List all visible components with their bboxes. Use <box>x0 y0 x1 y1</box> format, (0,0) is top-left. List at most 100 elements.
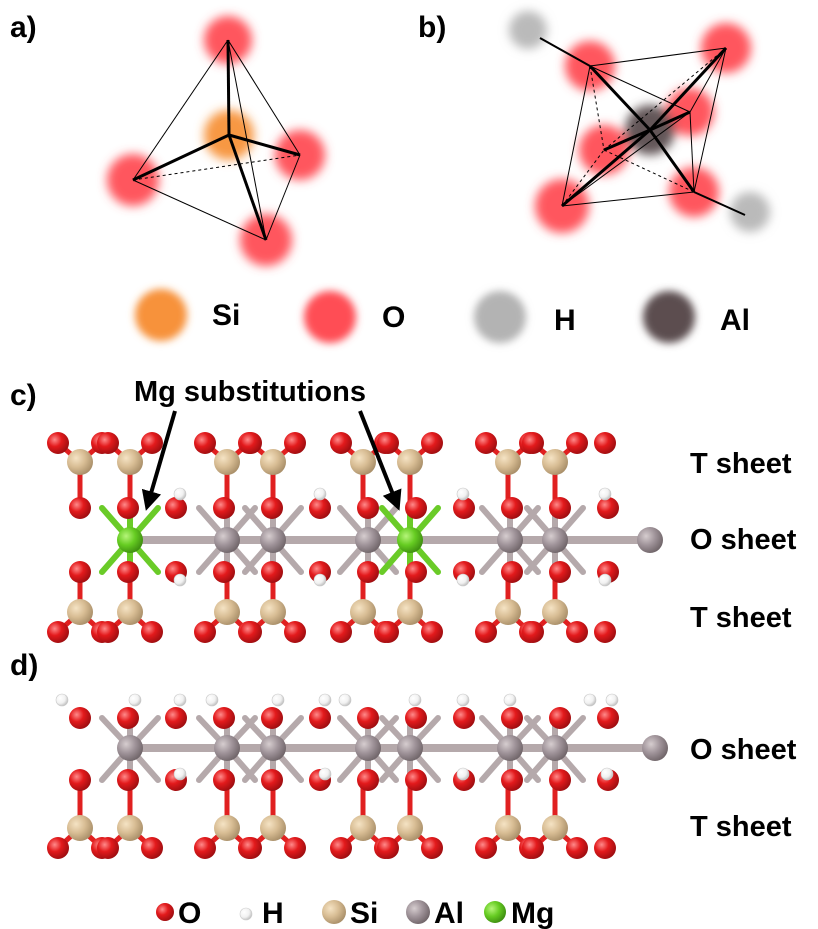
silicon-ball <box>67 815 93 841</box>
oxygen-ball <box>357 769 379 791</box>
oxygen-ball <box>240 621 262 643</box>
legend-si-swatch <box>135 289 187 341</box>
oxygen-ball <box>421 621 443 643</box>
oxygen-ball <box>501 769 523 791</box>
legend-h-swatch <box>474 291 526 343</box>
silicon-ball <box>260 815 286 841</box>
silicon-ball <box>67 449 93 475</box>
oxygen-ball <box>501 561 523 583</box>
aluminum-ball <box>642 735 668 761</box>
oxygen-ball <box>421 837 443 859</box>
oxygen-ball <box>597 707 619 729</box>
oxygen-ball <box>475 432 497 454</box>
oxygen-ball <box>213 707 235 729</box>
oxygen-ball <box>522 837 544 859</box>
hydrogen-ball <box>55 693 69 707</box>
oxygen-ball <box>549 561 571 583</box>
hydrogen-ball <box>456 767 470 781</box>
oxygen-ball <box>194 621 216 643</box>
magnesium-ball <box>397 527 423 553</box>
aluminum-ball <box>397 735 423 761</box>
oxygen-ball <box>141 837 163 859</box>
oxygen-ball <box>240 432 262 454</box>
ball-legend-mg-swatch <box>484 901 506 923</box>
hydrogen-ball <box>408 693 422 707</box>
legend-o-label: O <box>382 301 405 334</box>
oxygen-ball <box>261 769 283 791</box>
oxygen-ball <box>141 621 163 643</box>
aluminum-ball <box>214 735 240 761</box>
legend-h-label: H <box>554 304 576 337</box>
hydrogen-ball <box>583 693 597 707</box>
octahedron-atoms <box>509 11 770 233</box>
c-o-sheet-label: O sheet <box>690 524 797 556</box>
mg-callout-arrow-left <box>141 410 177 511</box>
aluminum-ball <box>637 527 663 553</box>
silicon-ball <box>117 599 143 625</box>
legend-si-label: Si <box>212 299 240 332</box>
oxygen-ball <box>330 621 352 643</box>
silicon-ball <box>542 599 568 625</box>
ball-legend-si-swatch <box>322 900 346 924</box>
aluminum-ball <box>260 735 286 761</box>
oxygen-ball <box>69 497 91 519</box>
oxygen-ball <box>405 561 427 583</box>
oxygen-ball <box>117 497 139 519</box>
silicon-ball <box>67 599 93 625</box>
oxygen-ball <box>261 497 283 519</box>
octahedron-diagram <box>509 11 770 233</box>
oxygen-ball <box>405 497 427 519</box>
oxygen-ball <box>194 432 216 454</box>
ball-legend-h-label: H <box>262 897 284 929</box>
oxygen-ball <box>117 769 139 791</box>
silicon-ball <box>117 449 143 475</box>
to-atoms <box>47 693 668 859</box>
oxygen-ball <box>69 561 91 583</box>
ball-legend-o-swatch <box>156 903 174 921</box>
oxygen-ball <box>117 561 139 583</box>
oxygen-ball <box>377 621 399 643</box>
oxygen-ball <box>97 837 119 859</box>
ball-legend-h-swatch <box>239 907 253 921</box>
legend-al-label: Al <box>720 304 750 337</box>
oxygen-ball <box>213 497 235 519</box>
c-bottom-t-sheet-label: T sheet <box>690 602 792 634</box>
oxygen-ball <box>240 837 262 859</box>
oxygen-ball <box>594 837 616 859</box>
oxygen-ball <box>330 837 352 859</box>
oxygen-ball <box>309 707 331 729</box>
oxygen-ball <box>47 621 69 643</box>
hydrogen-ball <box>600 767 614 781</box>
silicon-ball <box>350 449 376 475</box>
tot-atoms <box>47 432 663 643</box>
aluminum-ball <box>260 527 286 553</box>
oxygen-ball <box>377 837 399 859</box>
legend-o-swatch <box>304 291 356 343</box>
d-t-sheet-label: T sheet <box>690 811 792 843</box>
hydrogen-ball <box>598 487 612 501</box>
hydrogen-ball <box>128 693 142 707</box>
aluminum-ball <box>214 527 240 553</box>
oxygen-ball <box>69 769 91 791</box>
hydrogen-ball <box>318 693 332 707</box>
silicon-ball <box>542 449 568 475</box>
hydrogen-ball <box>338 693 352 707</box>
c-top-t-sheet-label: T sheet <box>690 448 792 480</box>
oxygen-ball <box>522 621 544 643</box>
hydrogen-atom <box>730 192 770 232</box>
oxygen-ball <box>165 497 187 519</box>
oxygen-ball <box>421 432 443 454</box>
oxygen-ball <box>213 769 235 791</box>
silicon-ball <box>495 449 521 475</box>
silicon-ball <box>214 449 240 475</box>
oxygen-ball <box>97 432 119 454</box>
magnesium-ball <box>117 527 143 553</box>
oxygen-ball <box>330 432 352 454</box>
oxygen-ball <box>594 432 616 454</box>
oxygen-ball <box>141 432 163 454</box>
oxygen-ball <box>475 837 497 859</box>
mg-callout-arrow-right <box>358 410 402 511</box>
tetrahedron-edges <box>132 39 301 241</box>
hydrogen-ball <box>503 693 517 707</box>
